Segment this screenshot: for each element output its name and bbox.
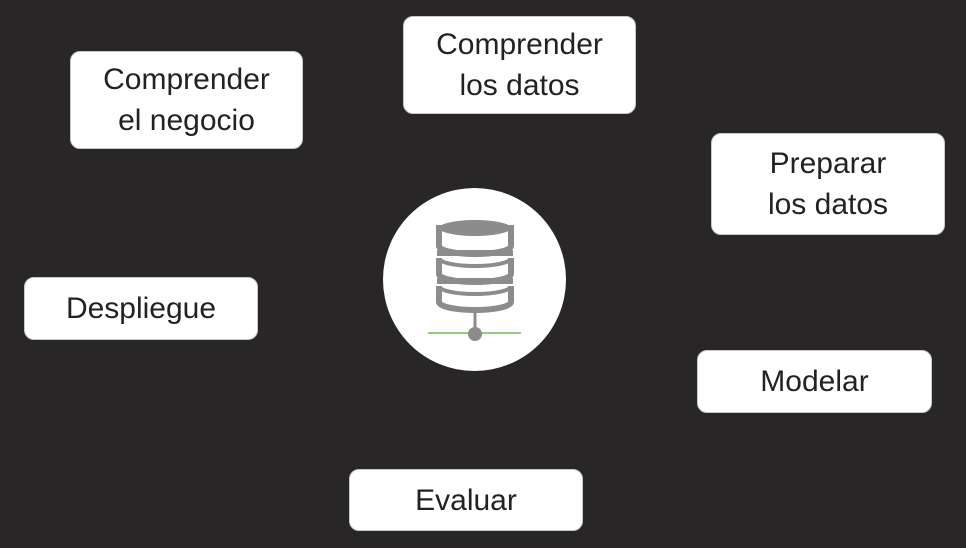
phase-evaluar: Evaluar (349, 469, 583, 531)
phase-preparar-datos: Preparar los datos (711, 133, 945, 235)
phase-modelar: Modelar (697, 350, 932, 413)
phase-label-line2: los datos (459, 69, 580, 102)
phase-label: Modelar (760, 365, 869, 398)
phase-comprender-negocio: Comprender el negocio (70, 51, 303, 149)
phase-despliegue: Despliegue (24, 277, 258, 340)
phase-label-line1: Preparar (769, 147, 887, 180)
phase-label-line1: Comprender (436, 28, 603, 61)
phase-label: Despliegue (65, 292, 217, 325)
phase-label: Evaluar (415, 483, 517, 517)
database-server-icon (428, 220, 521, 341)
phase-comprender-datos: Comprender los datos (403, 16, 636, 114)
phase-label-line2: el negocio (118, 104, 255, 137)
phase-label-line2: los datos (767, 188, 889, 221)
phase-label-line1: Comprender (103, 63, 270, 96)
data-hub-circle (383, 188, 566, 371)
